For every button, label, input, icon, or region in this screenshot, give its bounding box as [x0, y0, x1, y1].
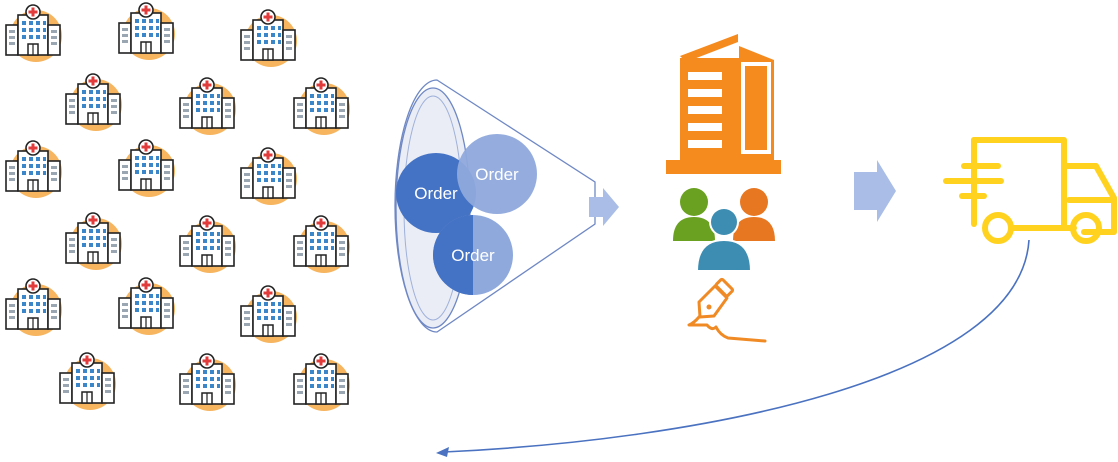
hospital-icon: [293, 353, 351, 412]
arrow-right-icon: [854, 160, 896, 222]
order-circle: Order: [433, 215, 513, 295]
return-arrow: [436, 239, 1030, 457]
hospital-icon: [240, 147, 298, 206]
hospital-icon: [65, 212, 123, 271]
order-funnel: Order Order Order: [394, 79, 596, 333]
funnel-shape: [394, 79, 596, 333]
hospital-icon: [118, 139, 176, 198]
hospital-icon: [240, 9, 298, 68]
order-label: Order: [475, 165, 519, 184]
hospital-icon: [293, 77, 351, 136]
office-building-icon: [666, 34, 781, 174]
hospital-icon: [240, 285, 298, 344]
hospital-icon: [59, 352, 117, 411]
hospital-icon: [179, 353, 237, 412]
hospital-icon: [118, 2, 176, 61]
hospital-icon: [293, 215, 351, 274]
hospital-icon: [5, 140, 63, 199]
arrow-right-icon: [589, 188, 619, 226]
hospital-grid: [5, 2, 351, 412]
order-circle: Order: [457, 134, 537, 214]
order-circle: Order: [396, 153, 476, 233]
fountain-pen-signature-icon: [687, 277, 767, 343]
hospital-icon: [5, 4, 63, 63]
order-label: Order: [414, 184, 458, 203]
hospital-icon: [65, 73, 123, 132]
delivery-truck-icon: [943, 137, 1117, 244]
hospital-icon: [179, 77, 237, 136]
hospital-icon: [5, 278, 63, 337]
hospital-icon: [118, 277, 176, 336]
team-people-icon: [673, 188, 775, 272]
company-group: [666, 34, 781, 343]
hospital-icon: [179, 215, 237, 274]
order-label: Order: [451, 246, 495, 265]
